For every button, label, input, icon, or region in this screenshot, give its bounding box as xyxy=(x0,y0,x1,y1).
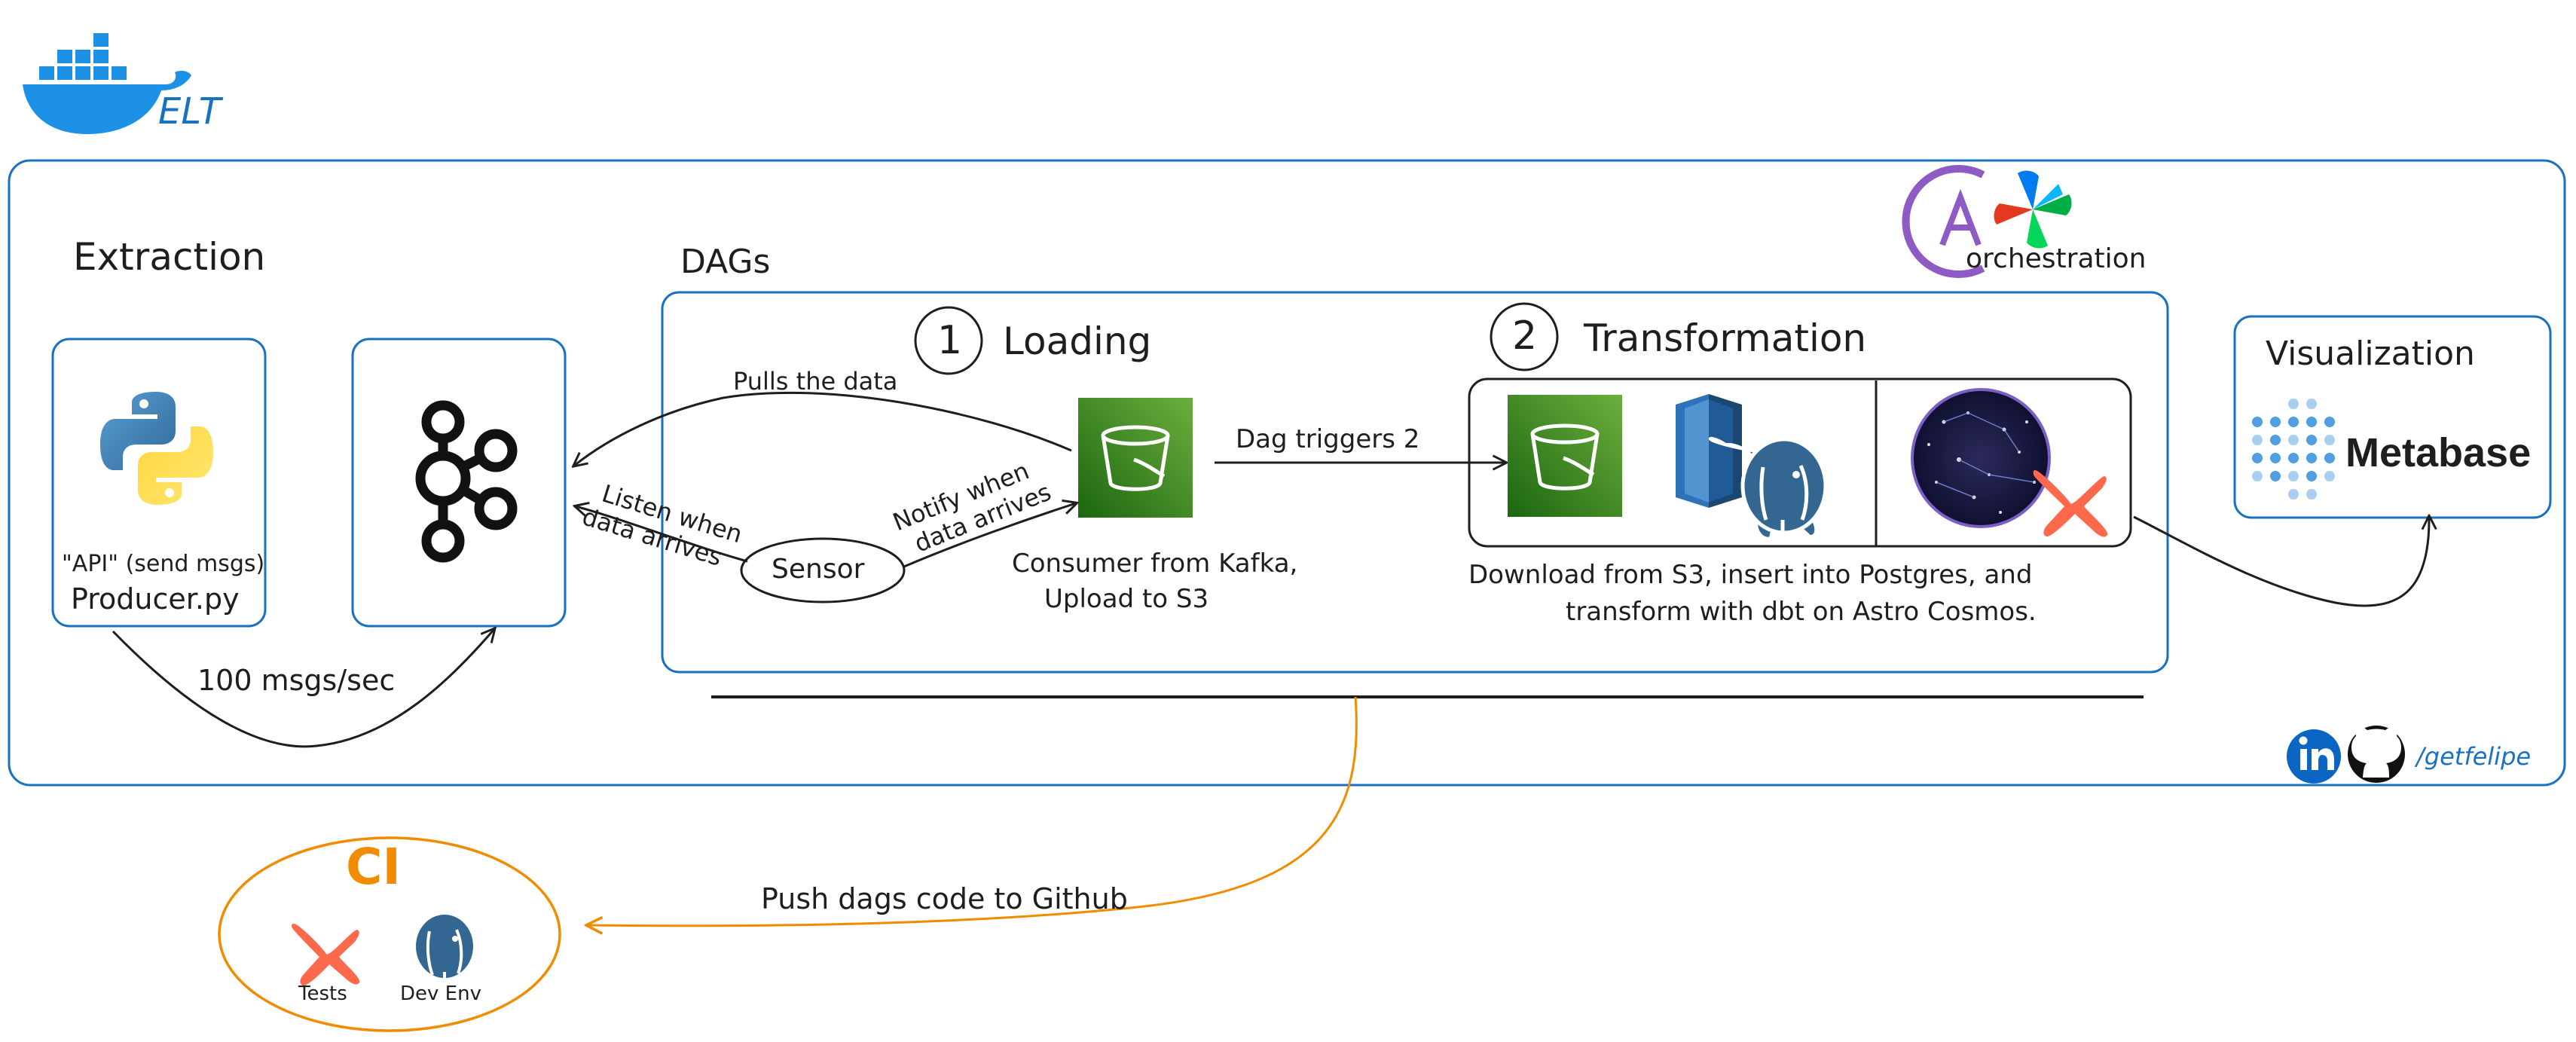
dags-frame xyxy=(661,291,2169,674)
ci-devenv-label: Dev Env xyxy=(400,982,481,1005)
transformation-desc-1: Download from S3, insert into Postgres, … xyxy=(1468,560,2033,590)
postgres-icon xyxy=(1708,436,1828,540)
producer-name: Producer.py xyxy=(71,582,240,616)
loading-title: Loading xyxy=(1003,319,1152,363)
social-handle[interactable]: /getfelipe xyxy=(2416,742,2532,771)
kafka-card xyxy=(351,338,567,628)
push-to-github-arrow xyxy=(588,696,1358,926)
dbt-icon xyxy=(2033,470,2108,537)
pull-data-label: Pulls the data xyxy=(733,367,898,396)
trigger-label: Dag triggers 2 xyxy=(1236,424,1420,454)
consumer-label-1: Consumer from Kafka, xyxy=(1012,549,1298,579)
transformation-step-number: 2 xyxy=(1512,313,1538,359)
dags-title: DAGs xyxy=(680,243,771,281)
transformation-step-circle xyxy=(1490,302,1559,371)
rate-label: 100 msgs/sec xyxy=(197,664,396,697)
s3-bucket-icon xyxy=(1078,398,1193,518)
app-title: ELT xyxy=(158,90,222,133)
transformation-desc-2: transform with dbt on Astro Cosmos. xyxy=(1566,597,2037,627)
docker-icon xyxy=(23,33,191,134)
elt-frame xyxy=(8,159,2566,787)
postgres-icon xyxy=(413,912,476,987)
visualization-title: Visualization xyxy=(2266,335,2475,373)
sensor-to-s3-arrow xyxy=(903,503,1076,568)
sensor-to-kafka-arrow xyxy=(576,506,748,563)
pulls-data-arrow xyxy=(574,391,1072,466)
push-label: Push dags code to Github xyxy=(761,882,1128,915)
orchestration-label: orchestration xyxy=(1966,243,2147,274)
producer-to-kafka-arrow xyxy=(112,629,494,748)
metabase-brand: Metabase xyxy=(2345,430,2532,475)
ci-title: CI xyxy=(346,838,401,896)
rds-icon xyxy=(1676,394,1742,508)
extraction-title: Extraction xyxy=(73,235,266,279)
consumer-label-2: Upload to S3 xyxy=(1044,584,1209,614)
astronomer-icon xyxy=(1902,165,1985,278)
kafka-icon xyxy=(415,400,518,563)
astro-cosmos-icon xyxy=(1911,388,2051,528)
loading-step-circle xyxy=(914,306,983,375)
s3-bucket-icon xyxy=(1508,395,1622,517)
transformation-title: Transformation xyxy=(1584,316,1867,360)
ci-tests-label: Tests xyxy=(298,982,347,1005)
python-icon xyxy=(100,392,213,505)
producer-note: "API" (send msgs) xyxy=(62,551,265,577)
transformation-to-metabase-arrow xyxy=(2133,517,2429,607)
linkedin-icon[interactable] xyxy=(2287,729,2341,784)
ci-node xyxy=(218,836,561,1032)
visualization-card xyxy=(2233,315,2552,519)
dbt-icon xyxy=(291,924,360,986)
loading-step-number: 1 xyxy=(937,318,963,363)
sensor-label: Sensor xyxy=(772,554,865,585)
metabase-icon xyxy=(2252,399,2335,500)
airflow-icon xyxy=(1994,170,2072,249)
sensor-node xyxy=(740,537,906,604)
github-icon[interactable] xyxy=(2348,726,2405,783)
producer-card xyxy=(51,338,267,628)
